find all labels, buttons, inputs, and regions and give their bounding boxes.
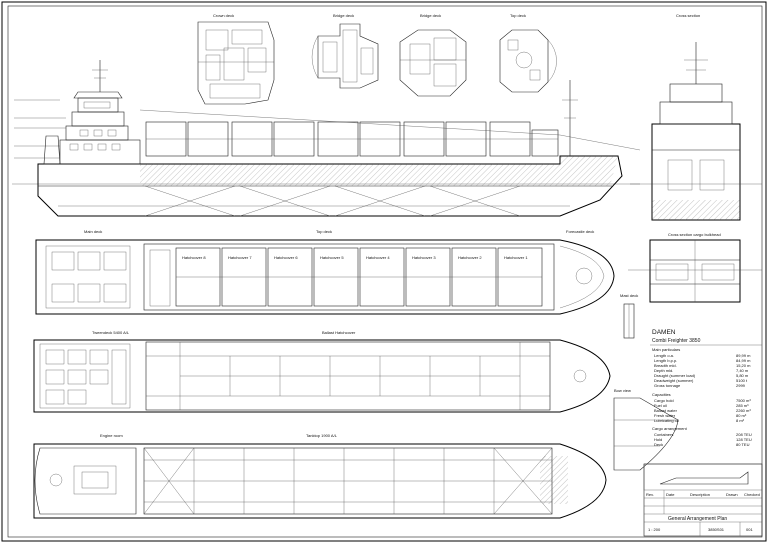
- bridge-deck-view: Bridge deck: [311, 13, 379, 89]
- particular-key: Breadth mld.: [654, 363, 677, 368]
- deck-containers: [145, 121, 559, 157]
- superstructure: [14, 60, 141, 165]
- cargo-key: Deck: [654, 442, 663, 447]
- tank-top-label: Tanktop 1900 A/L: [306, 433, 338, 438]
- crown-deck-label: Crown deck: [213, 13, 234, 18]
- cargo-key: Containers: [654, 432, 673, 437]
- particular-value: 15,20 m: [736, 363, 751, 368]
- cross-section-bulkhead-view: Cross section cargo bulkhead: [628, 232, 762, 303]
- cargo-value: 80 TEU: [736, 442, 750, 447]
- title-block: Rev. Date Description Drawn Checked Gene…: [643, 463, 763, 537]
- capacity-value: 285 m³: [736, 403, 749, 408]
- tween-deck-plan: Tweendeck 5400 A/L Ballast Hatchcover: [33, 330, 611, 413]
- tween-deck-label: Tweendeck 5400 A/L: [92, 330, 130, 335]
- mast-detail-label: Mast deck: [620, 293, 638, 298]
- tank-top-plan: Engine room Tanktop 1900 A/L: [33, 433, 607, 519]
- bow-view: Bow view: [613, 388, 679, 471]
- particular-value: 5100 t: [736, 378, 748, 383]
- particular-key: Draught (summer load): [654, 373, 696, 378]
- capacities-title: Capacities: [652, 392, 671, 397]
- forecastle-label: Forecastle deck: [566, 229, 594, 234]
- boat-deck-label: Bridge deck: [420, 13, 441, 18]
- cross-section-view: Cross section: [630, 13, 762, 221]
- capacity-key: Fresh water: [654, 413, 676, 418]
- particular-key: Length o.a.: [654, 353, 674, 358]
- top-deck-plan-label: Top deck: [316, 229, 332, 234]
- capacity-key: Lubricating oil: [654, 418, 679, 423]
- vessel-name: Combi Freighter 3850: [652, 338, 701, 344]
- particular-key: Length b.p.p.: [654, 358, 677, 363]
- crown-deck-view: Crown deck: [197, 13, 275, 105]
- particular-key: Depth mld.: [654, 368, 673, 373]
- drawing-number: 3850S01: [708, 527, 725, 532]
- hatch-plan-label: Ballast Hatchcover: [322, 330, 356, 335]
- cross-section-label: Cross section: [676, 13, 700, 18]
- hatch-label-2: Hatchcover 2: [458, 255, 482, 260]
- hatch-label-6: Hatchcover 6: [274, 255, 298, 260]
- hatch-covers: Hatchcover 8 Hatchcover 7 Hatchcover 6 H…: [175, 247, 543, 307]
- rev-header: Rev.: [646, 492, 654, 497]
- capacity-value: 8 m³: [736, 418, 745, 423]
- capacity-value: 2260 m³: [736, 408, 751, 413]
- main-deck-label: Main deck: [84, 229, 102, 234]
- hatch-label-5: Hatchcover 5: [320, 255, 344, 260]
- particular-value: 2999: [736, 383, 746, 388]
- capacity-key: Ballast water: [654, 408, 678, 413]
- bridge-deck-label: Bridge deck: [333, 13, 354, 18]
- particular-value: 5,80 m: [736, 373, 749, 378]
- capacity-key: Cargo hold: [654, 398, 674, 403]
- cargo-title: Cargo arrangement: [652, 426, 688, 431]
- hatch-label-8: Hatchcover 8: [182, 255, 206, 260]
- bow-view-label: Bow view: [614, 388, 631, 393]
- drawing-title: General Arrangement Plan: [668, 516, 727, 522]
- profile-view: [12, 60, 641, 217]
- rev-header: Description: [690, 492, 710, 497]
- cargo-value: 128 TEU: [736, 437, 752, 442]
- top-deck-label: Top deck: [510, 13, 526, 18]
- cross-section-bulkhead-label: Cross section cargo bulkhead: [668, 232, 721, 237]
- particular-key: Gross tonnage: [654, 383, 681, 388]
- hatch-label-4: Hatchcover 4: [366, 255, 390, 260]
- hatch-label-7: Hatchcover 7: [228, 255, 252, 260]
- particular-value: 89,99 m: [736, 353, 751, 358]
- top-deck-view: Top deck: [499, 13, 557, 93]
- cargo-value: 208 TEU: [736, 432, 752, 437]
- sheet-number: 001: [746, 527, 753, 532]
- main-deck-plan: Main deck Top deck Forecastle deck Hatch…: [35, 229, 615, 315]
- cargo-key: Hold: [654, 437, 662, 442]
- engine-room-label: Engine room: [100, 433, 123, 438]
- particular-value: 84,99 m: [736, 358, 751, 363]
- hatch-label-3: Hatchcover 3: [412, 255, 436, 260]
- rev-header: Date: [666, 492, 675, 497]
- particulars-block: DAMEN Combi Freighter 3850 Main particul…: [650, 329, 762, 447]
- capacity-value: 80 m³: [736, 413, 747, 418]
- drawing-scale: 1 : 200: [648, 527, 661, 532]
- capacity-value: 7500 m³: [736, 398, 751, 403]
- particulars-title: Main particulars: [652, 347, 680, 352]
- rev-header: Checked: [744, 492, 760, 497]
- capacity-key: Fuel oil: [654, 403, 667, 408]
- hatch-label-1: Hatchcover 1: [504, 255, 528, 260]
- boat-deck-view: Bridge deck: [399, 13, 467, 97]
- mast-detail-view: Mast deck: [620, 293, 638, 339]
- company-name: DAMEN: [652, 329, 676, 336]
- particular-key: Deadweight (summer): [654, 378, 694, 383]
- rev-header: Drawn: [726, 492, 738, 497]
- particular-value: 7,40 m: [736, 368, 749, 373]
